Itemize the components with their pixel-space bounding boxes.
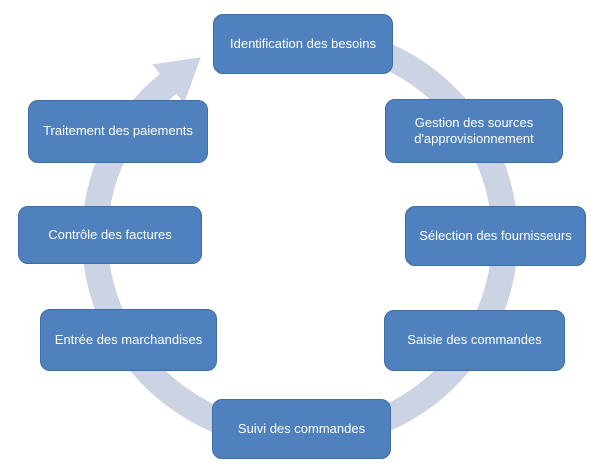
cycle-node-gestion-des-sources: Gestion des sources d'approvisionnement [385,99,563,163]
cycle-node-identification-des-besoins: Identification des besoins [213,14,393,74]
cycle-node-traitement-des-paiements: Traitement des paiements [28,100,208,163]
cycle-node-saisie-des-commandes: Saisie des commandes [384,310,565,371]
cycle-node-entree-des-marchandises: Entrée des marchandises [40,309,217,371]
cycle-arrowhead-icon [152,57,201,104]
node-label: Traitement des paiements [43,123,193,139]
cycle-node-suivi-des-commandes: Suivi des commandes [212,399,391,459]
node-label: Contrôle des factures [48,226,172,242]
node-label: Gestion des sources d'approvisionnement [414,114,534,146]
node-label: Entrée des marchandises [54,331,203,347]
cycle-node-controle-des-factures: Contrôle des factures [18,206,202,264]
cycle-node-selection-des-fournisseurs: Sélection des fournisseurs [405,206,586,266]
node-label: Suivi des commandes [237,420,366,436]
node-label: Sélection des fournisseurs [419,227,572,243]
node-label: Identification des besoins [230,35,376,51]
node-label: Saisie des commandes [407,332,542,348]
